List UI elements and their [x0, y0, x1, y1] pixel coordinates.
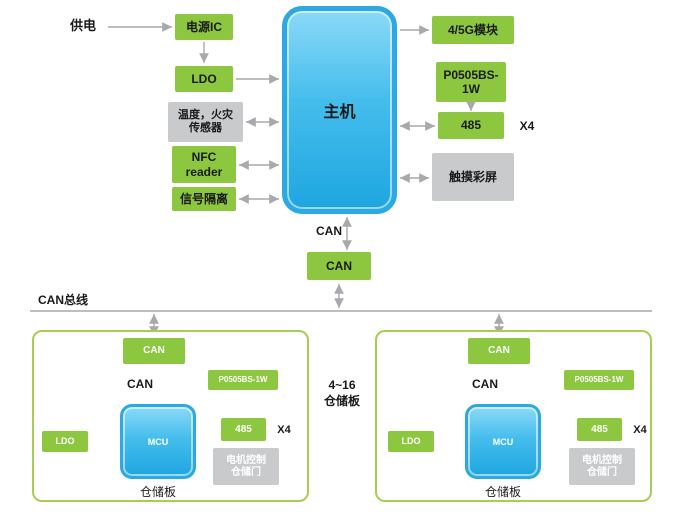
x4-label-top: X4 [519, 119, 535, 133]
touch-screen-box: 触摸彩屏 [432, 153, 514, 201]
ldo-box: LDO [175, 66, 233, 92]
can-label-top: CAN [316, 224, 342, 238]
can-label-board2: CAN [472, 377, 498, 391]
host-box: 主机 [282, 6, 397, 214]
supply-label: 供电 [69, 18, 96, 33]
motor-control-box-board2: 电机控制 仓储门 [569, 448, 635, 485]
module-4-5g-box: 4/5G模块 [432, 16, 514, 44]
can-node-top: CAN [307, 252, 371, 280]
p0505-box-top: P0505BS- 1W [436, 62, 506, 102]
ldo-box-board2: LDO [388, 431, 434, 452]
can-node-board2: CAN [468, 338, 530, 364]
can-label-board1: CAN [127, 377, 153, 391]
x4-label-board1: X4 [277, 424, 291, 436]
temp-fire-sensor-box: 温度，火灾 传感器 [168, 102, 243, 142]
rs485-box-top: 485 [438, 112, 504, 139]
rs485-box-board1: 485 [221, 418, 266, 441]
board-range-label: 4~16 仓储板 [323, 378, 360, 408]
can-node-board1: CAN [123, 338, 185, 364]
p0505-box-board2: P0505BS-1W [564, 370, 634, 390]
ldo-box-board1: LDO [42, 431, 88, 452]
signal-isolation-box: 信号隔离 [172, 187, 236, 211]
can-bus-label: CAN总线 [38, 293, 88, 307]
x4-label-board2: X4 [633, 424, 647, 436]
board-title-1: 仓储板 [139, 485, 176, 499]
motor-control-box-board1: 电机控制 仓储门 [213, 448, 279, 485]
rs485-box-board2: 485 [577, 418, 622, 441]
p0505-box-board1: P0505BS-1W [208, 370, 278, 390]
mcu-box-board1: MCU [120, 404, 196, 479]
mcu-box-board2: MCU [465, 404, 541, 479]
board-title-2: 仓储板 [484, 485, 521, 499]
nfc-reader-box: NFC reader [172, 146, 236, 183]
power-ic-box: 电源IC [175, 14, 233, 40]
